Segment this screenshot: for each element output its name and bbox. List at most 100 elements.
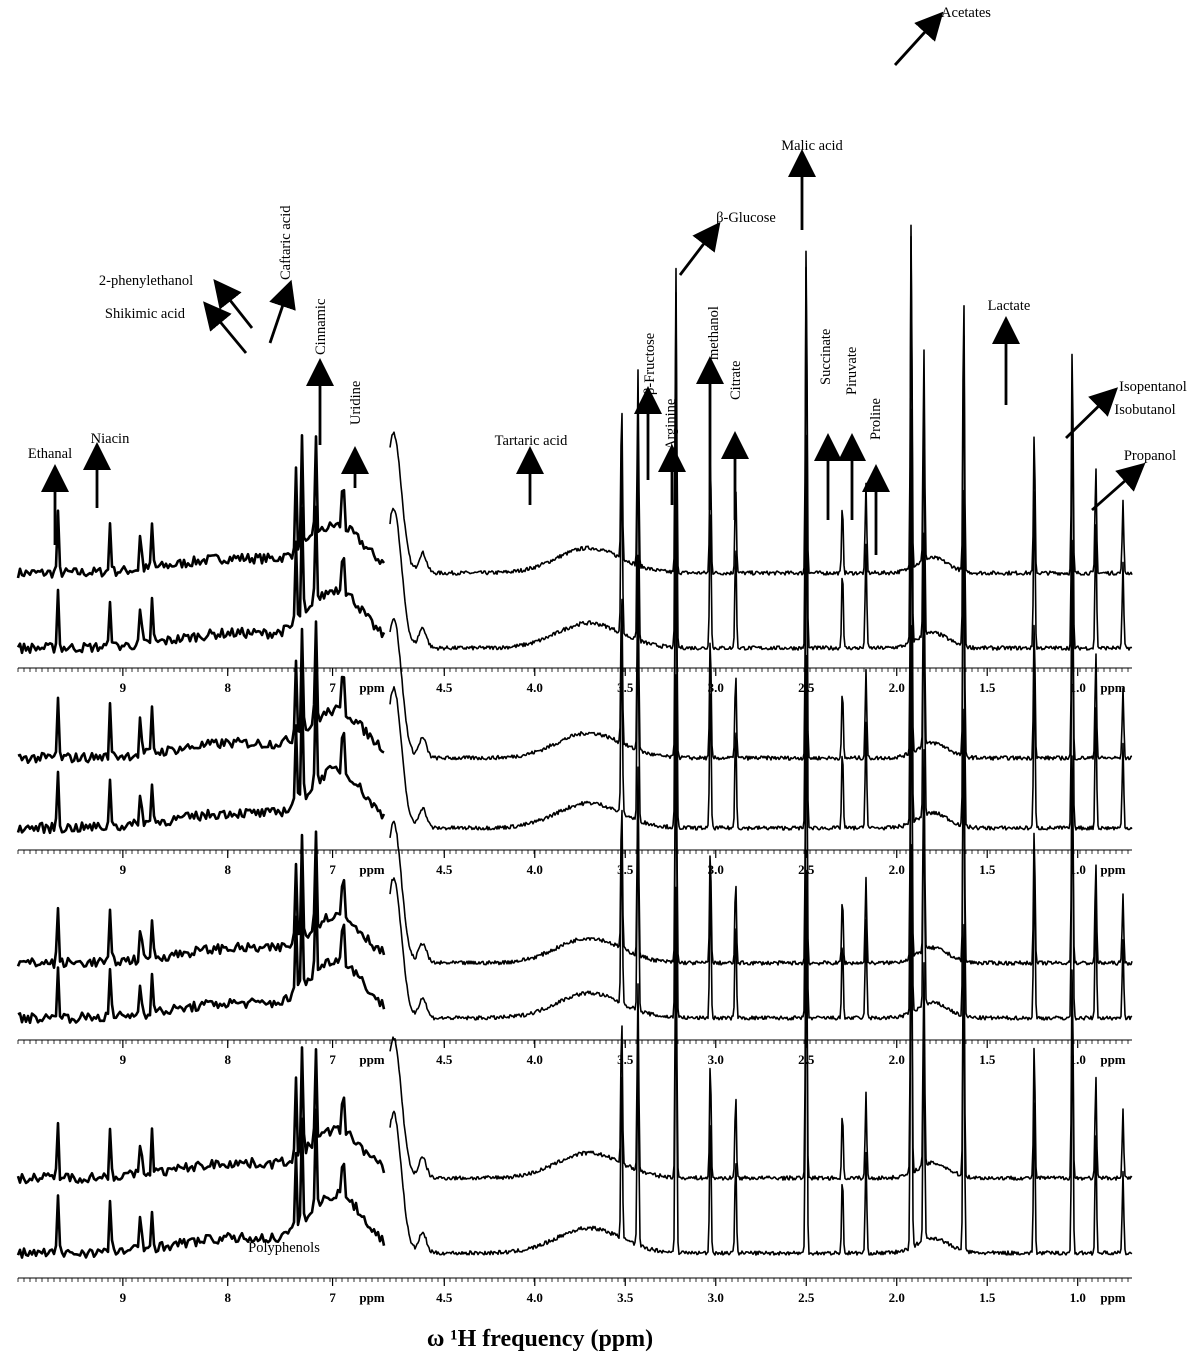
- label-citrate: Citrate: [728, 361, 744, 400]
- spectrum-3-1-aliphatic: [389, 629, 1133, 966]
- tick-label: 1.0: [1070, 1052, 1086, 1067]
- tick-label: 1.5: [979, 1052, 996, 1067]
- label-2-phenylethanol: 2-phenylethanol: [99, 273, 193, 289]
- tick-label: 8: [224, 680, 231, 695]
- spectrum-3-2-aromatic: [17, 876, 386, 1025]
- spectrum-2-1-aliphatic: [389, 408, 1133, 761]
- tick-label: 2.0: [889, 1290, 905, 1305]
- tick-label: 2.5: [798, 1052, 815, 1067]
- spectrum-1-2-aliphatic: [389, 235, 1133, 651]
- axis-unit-label: ppm: [359, 1052, 384, 1067]
- label-niacin: Niacin: [91, 431, 130, 447]
- tick-label: 9: [120, 1290, 127, 1305]
- axis-unit-label: ppm: [1100, 862, 1125, 877]
- tick-label: 4.5: [436, 1052, 453, 1067]
- tick-label: 3.5: [617, 1052, 634, 1067]
- axis-unit-label: ppm: [1100, 1290, 1125, 1305]
- tick-label: 2.0: [889, 862, 905, 877]
- tick-label: 7: [329, 862, 336, 877]
- tick-label: 7: [329, 1290, 336, 1305]
- tick-label: 1.0: [1070, 862, 1086, 877]
- tick-label: 3.0: [708, 680, 724, 695]
- label-tartaric-acid: Tartaric acid: [495, 433, 568, 449]
- tick-label: 3.5: [617, 680, 634, 695]
- label-fructose: β-Fructose: [642, 333, 658, 395]
- spectrum-1-2-aromatic: [16, 505, 386, 655]
- tick-label: 4.5: [436, 862, 453, 877]
- tick-label: 1.5: [979, 1290, 996, 1305]
- label-acetates: Acetates: [941, 5, 991, 21]
- spectrum-4-1-aromatic: [16, 1046, 386, 1185]
- arrow-propanol: [1091, 462, 1146, 512]
- axes-layer: 9 8 7 4.5 4.0 3.5 3.0 2.5 2.0 1.5 1.0 ppm ppm 9 8 7 4.5 4…: [17, 667, 1132, 1305]
- arrow-isopentanol: [1065, 387, 1119, 440]
- axis-unit-label: ppm: [359, 680, 384, 695]
- spectrum-1-1-aliphatic: [389, 224, 1133, 576]
- arrow-caftaric-acid: [268, 279, 296, 344]
- arrow-acetates: [893, 11, 944, 66]
- axis-unit-label: ppm: [1100, 680, 1125, 695]
- tick-label: 2.5: [798, 680, 815, 695]
- spectrum-1-1-aromatic: [16, 434, 386, 579]
- tick-label: 1.5: [979, 680, 996, 695]
- axis-unit-label: ppm: [1100, 1052, 1125, 1067]
- tick-label: 4.0: [527, 1290, 543, 1305]
- tick-label: 1.0: [1070, 1290, 1086, 1305]
- tick-label: 4.0: [527, 680, 543, 695]
- spectrum-4-1-aliphatic: [389, 844, 1133, 1181]
- label-arginine: Arginine: [663, 399, 679, 450]
- spectrum-2-2-aliphatic: [389, 415, 1133, 831]
- tick-label: 4.5: [436, 1290, 453, 1305]
- arrow-2-phenylethanol: [213, 279, 254, 329]
- label-shikimic-acid: Shikimic acid: [105, 306, 186, 322]
- tick-label: 7: [329, 680, 336, 695]
- tick-label: 1.5: [979, 862, 996, 877]
- axis-unit-label: ppm: [359, 1290, 384, 1305]
- tick-label: 8: [224, 1052, 231, 1067]
- label-caftaric-acid: Caftaric acid: [278, 205, 294, 280]
- label-isobutanol: Isobutanol: [1114, 402, 1175, 418]
- label-isopentanol: Isopentanol: [1119, 379, 1187, 395]
- tick-label: 2.5: [798, 862, 815, 877]
- label-methanol: methanol: [706, 306, 722, 360]
- label-lactate: Lactate: [988, 298, 1031, 314]
- tick-label: 1.0: [1070, 680, 1086, 695]
- tick-label: 7: [329, 1052, 336, 1067]
- tick-label: 3.0: [708, 1052, 724, 1067]
- tick-label: 2.0: [889, 680, 905, 695]
- label-propanol: Propanol: [1124, 448, 1176, 464]
- spectrum-4-2-aromatic: [16, 1108, 386, 1259]
- tick-label: 3.0: [708, 1290, 724, 1305]
- tick-label: 2.5: [798, 1290, 815, 1305]
- spectrum-4-2-aliphatic: [389, 863, 1133, 1256]
- tick-label: 8: [224, 862, 231, 877]
- label-succinate: Succinate: [818, 329, 834, 385]
- spectrum-2-2-aromatic: [16, 678, 386, 835]
- label-cinnamic: Cinnamic: [313, 299, 329, 355]
- tick-label: 9: [120, 680, 127, 695]
- tick-label: 9: [120, 862, 127, 877]
- tick-label: 2.0: [889, 1052, 905, 1067]
- x-axis-title: ω ¹H frequency (ppm): [427, 1326, 653, 1352]
- label-uridine: Uridine: [348, 381, 364, 425]
- tick-label: 8: [224, 1290, 231, 1305]
- axis-unit-label: ppm: [359, 862, 384, 877]
- tick-label: 3.0: [708, 862, 724, 877]
- label-glucose: β-Glucose: [716, 210, 776, 226]
- tick-label: 3.5: [617, 1290, 634, 1305]
- tick-label: 3.5: [617, 862, 634, 877]
- tick-label: 4.5: [436, 680, 453, 695]
- tick-label: 4.0: [527, 862, 543, 877]
- label-piruvate: Piruvate: [844, 347, 860, 395]
- spectra-layer: [16, 224, 1133, 1259]
- spectrum-2-1-aromatic: [17, 620, 385, 764]
- tick-label: 9: [120, 1052, 127, 1067]
- label-polyphenols: Polyphenols: [248, 1240, 320, 1256]
- spectrum-3-2-aliphatic: [389, 625, 1133, 1021]
- tick-label: 4.0: [527, 1052, 543, 1067]
- label-ethanal: Ethanal: [28, 446, 72, 462]
- label-proline: Proline: [868, 398, 884, 440]
- spectrum-3-1-aromatic: [16, 830, 386, 969]
